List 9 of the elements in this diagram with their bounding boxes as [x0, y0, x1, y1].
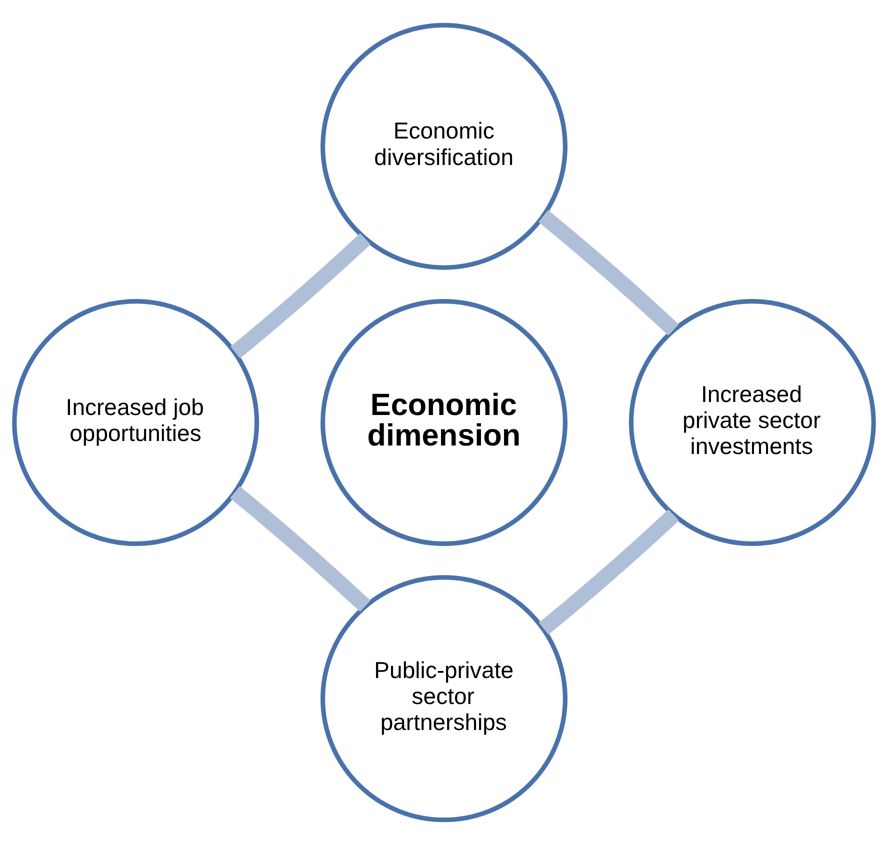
- connector: [538, 509, 679, 635]
- node-circle: Economic dimension: [320, 299, 568, 546]
- node-circle: Public-private sector partnerships: [320, 575, 568, 822]
- node-circle: Economic diversification: [320, 22, 568, 270]
- node-circle: Increased private sector investments: [628, 299, 876, 546]
- connector: [230, 233, 371, 358]
- connector: [230, 486, 370, 612]
- node-circle: Increased job opportunities: [12, 299, 260, 546]
- connector: [538, 210, 679, 336]
